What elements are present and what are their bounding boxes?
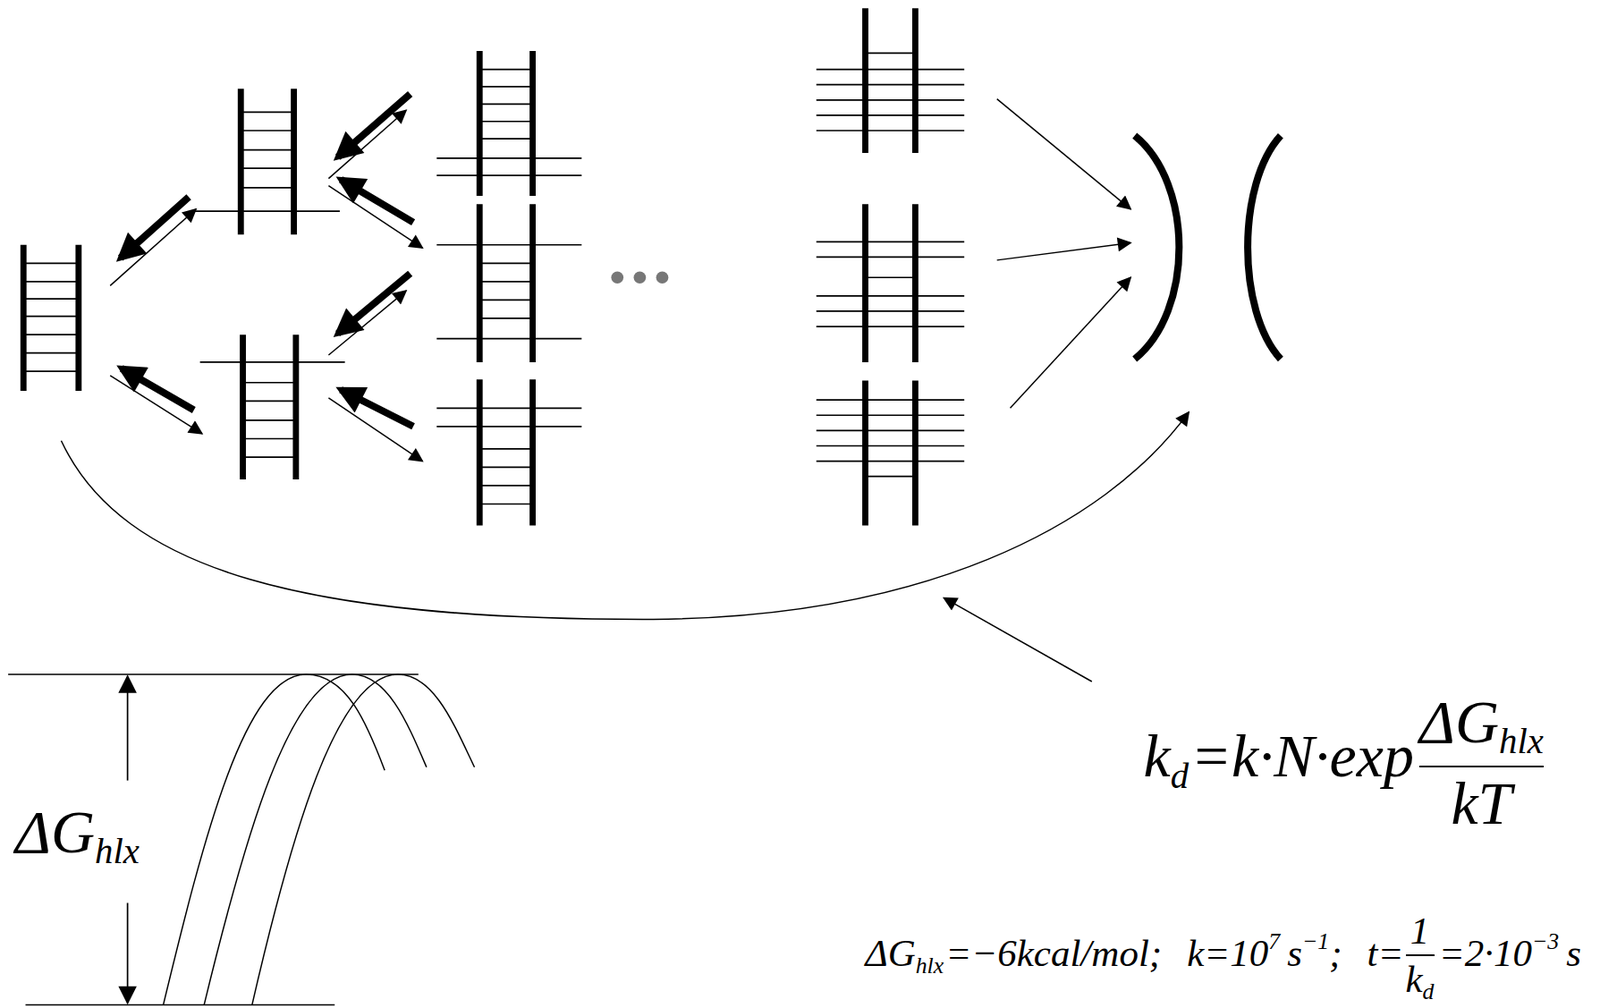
formula-text: k=10 <box>1186 931 1269 974</box>
numerator: 1 <box>1410 909 1431 952</box>
duplex-strands <box>479 379 533 525</box>
subscript-text: hlx <box>1498 720 1544 762</box>
duplex-rungs <box>436 407 582 504</box>
duplex-strands <box>240 88 294 235</box>
duplex-rungs <box>194 111 340 212</box>
single-strand <box>1247 135 1281 360</box>
denominator: kd <box>1405 957 1435 1005</box>
reverse-arrow <box>338 93 411 158</box>
single-strand <box>1134 135 1180 360</box>
duplex-strands <box>865 380 916 525</box>
formula-text: =−6kcal/mol; <box>945 931 1162 974</box>
forward-arrow <box>328 290 407 356</box>
ellipsis-dot <box>610 270 624 284</box>
duplex-rungs <box>436 245 582 339</box>
reverse-arrow <box>338 273 411 334</box>
forward-arrow <box>110 375 203 434</box>
forward-arrow <box>110 209 196 287</box>
subscript-text: d <box>1422 978 1435 1005</box>
formula-text: k <box>1405 957 1423 1000</box>
forward-arrow <box>328 397 423 462</box>
subscript-text: hlx <box>915 952 945 979</box>
fraction: ΔGhlx kT <box>1419 688 1544 838</box>
subscript-text: hlx <box>94 830 140 872</box>
reverse-arrow <box>120 196 189 258</box>
forward-arrow <box>328 110 407 178</box>
duplex-rungs <box>23 262 79 372</box>
denominator: kT <box>1450 770 1512 838</box>
duplex-rungs <box>200 362 346 458</box>
dimension-arrow <box>126 676 129 780</box>
superscript-text: 7 <box>1268 928 1280 955</box>
ellipsis-dot <box>656 270 669 284</box>
dissociation-arrow <box>997 242 1131 260</box>
formula-text: ΔG <box>15 797 95 866</box>
duplex-rungs <box>816 241 965 327</box>
leader-line <box>943 597 1092 682</box>
rate-formula: kd=k·N·expΔGhlx kT <box>1143 688 1551 838</box>
overall-dissociation-arc <box>60 412 1189 620</box>
energy-barrier <box>203 674 427 1006</box>
formula-text: 1 <box>1410 909 1431 952</box>
duplex-rungs <box>816 52 965 131</box>
formula-text: s <box>1286 931 1303 974</box>
duplex-strands <box>23 245 79 391</box>
numerator: ΔGhlx <box>1419 688 1544 762</box>
formula-text: ΔG <box>1419 687 1499 756</box>
superscript-text: −3 <box>1532 928 1559 955</box>
energy-barrier <box>163 674 386 1006</box>
formula-text: ΔG <box>864 931 915 974</box>
formula-text: s <box>1566 931 1582 974</box>
formula-text: kT <box>1450 769 1512 838</box>
superscript-text: −1 <box>1302 928 1330 955</box>
duplex-strands <box>479 203 533 363</box>
dissociation-arrow <box>997 99 1131 210</box>
dissociation-arrow <box>1010 277 1132 408</box>
reverse-arrow <box>340 389 414 427</box>
values-line: ΔGhlx=−6kcal/mol;k=107s−1;t=1kd=2·10−3s <box>864 909 1582 1005</box>
energy-barrier <box>252 674 475 1006</box>
forward-arrow <box>328 186 423 249</box>
fraction-bar <box>1419 765 1544 768</box>
subscript-text: d <box>1170 755 1189 796</box>
formula-text: =2·10 <box>1439 931 1533 974</box>
duplex-strands <box>865 8 916 153</box>
fraction-bar <box>1405 954 1435 957</box>
fraction: 1 kd <box>1405 909 1435 1005</box>
energy-level <box>25 1004 336 1006</box>
formula-text: k <box>1143 721 1171 790</box>
formula-text: =k·N·exp <box>1190 721 1414 790</box>
ellipsis-dot <box>634 270 647 284</box>
duplex-strands <box>479 50 533 196</box>
formula-text: t= <box>1367 931 1405 974</box>
duplex-rungs <box>816 399 965 477</box>
duplex-strands <box>865 203 916 363</box>
formula-text: ; <box>1329 931 1342 974</box>
dimension-arrow <box>126 903 129 1004</box>
duplex-rungs <box>436 69 582 177</box>
duplex-strands <box>243 334 297 480</box>
dg-left: ΔGhlx <box>15 798 140 872</box>
